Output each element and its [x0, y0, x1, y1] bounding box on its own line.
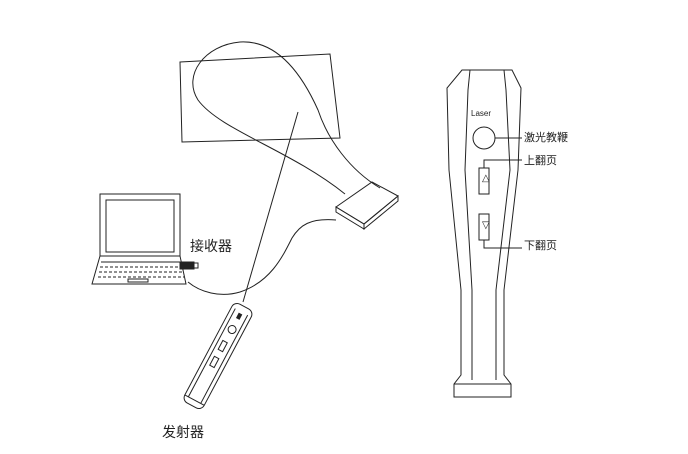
receiver-label: 接收器 [190, 239, 232, 255]
page-down-label: 下翻页 [524, 239, 557, 252]
usb-receiver [179, 261, 199, 270]
connecting-cable [187, 219, 337, 295]
laser-pointer-label: 激光教鞭 [524, 131, 568, 144]
projection-screen [179, 53, 341, 143]
page-down-icon: ▽ [482, 220, 490, 231]
transmitter-label: 发射器 [162, 425, 204, 441]
laser-button-icon [472, 126, 496, 150]
page-up-label: 上翻页 [524, 154, 557, 167]
laptop [91, 193, 187, 285]
laser-beam [242, 111, 299, 303]
page-up-icon: △ [482, 173, 490, 184]
projection-beam [192, 41, 381, 195]
transmitter-device [183, 303, 253, 409]
laser-text: Laser [471, 109, 492, 118]
transmitter-front-view [446, 69, 522, 398]
projector [335, 181, 399, 231]
